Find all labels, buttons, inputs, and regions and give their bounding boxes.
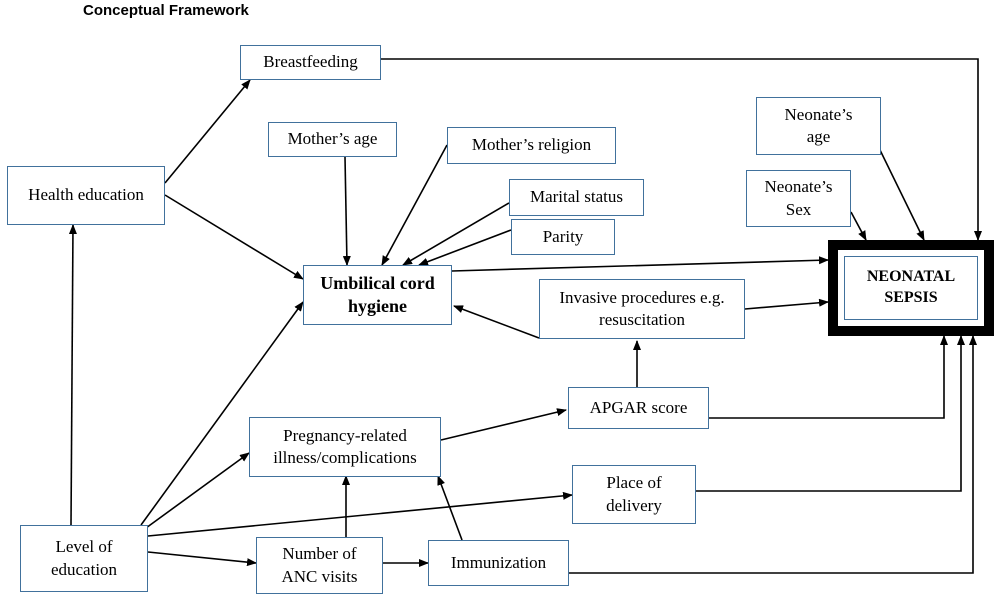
- node-place-of-delivery: Place of delivery: [572, 465, 696, 524]
- node-neonates-age: Neonate’s age: [756, 97, 881, 155]
- arrow-health-education-to-hygiene: [164, 194, 304, 280]
- arrow-education-to-hygiene: [140, 301, 304, 526]
- node-neonatal-sepsis: NEONATAL SEPSIS: [844, 256, 978, 320]
- arrow-mothers-religion-to-hygiene: [381, 144, 448, 266]
- arrow-parity-to-hygiene: [418, 229, 512, 266]
- arrow-health-education-to-breastfeeding: [164, 79, 251, 184]
- node-apgar-score: APGAR score: [568, 387, 709, 429]
- arrow-immunization-to-pregnancy: [437, 475, 463, 541]
- node-marital-status: Marital status: [509, 179, 644, 216]
- node-parity: Parity: [511, 219, 615, 255]
- arrow-invasive-to-hygiene: [453, 305, 540, 339]
- node-health-education: Health education: [7, 166, 165, 225]
- node-pregnancy-related-illness: Pregnancy-related illness/complications: [249, 417, 441, 477]
- node-neonatal-sepsis-frame: NEONATAL SEPSIS: [828, 240, 994, 336]
- arrow-education-to-pregnancy: [145, 452, 250, 529]
- arrow-education-to-delivery: [147, 491, 573, 537]
- node-neonates-sex: Neonate’s Sex: [746, 170, 851, 227]
- arrow-immunization-to-sepsis: [569, 335, 977, 574]
- arrow-breastfeeding-to-sepsis: [381, 58, 982, 241]
- node-mothers-age: Mother’s age: [268, 122, 397, 157]
- node-breastfeeding: Breastfeeding: [240, 45, 381, 80]
- node-invasive-procedures: Invasive procedures e.g. resuscitation: [539, 279, 745, 339]
- node-mothers-religion: Mother’s religion: [447, 127, 616, 164]
- node-immunization: Immunization: [428, 540, 569, 586]
- arrow-pregnancy-to-apgar: [440, 408, 567, 441]
- arrow-apgar-to-sepsis: [709, 335, 948, 419]
- arrow-neonates-sex-to-sepsis: [850, 211, 867, 241]
- arrow-hygiene-to-sepsis: [451, 256, 829, 272]
- diagram-title: Conceptual Framework: [83, 2, 249, 19]
- node-umbilical-cord-hygiene: Umbilical cord hygiene: [303, 265, 452, 325]
- arrow-invasive-to-sepsis: [744, 298, 829, 310]
- arrow-delivery-to-sepsis: [696, 335, 965, 492]
- arrow-neonates-age-to-sepsis: [879, 149, 925, 241]
- arrow-education-to-health-education: [68, 224, 77, 526]
- arrow-education-to-anc: [147, 551, 257, 567]
- node-level-of-education: Level of education: [20, 525, 148, 592]
- node-number-of-anc-visits: Number of ANC visits: [256, 537, 383, 594]
- arrow-marital-status-to-hygiene: [402, 202, 510, 266]
- arrow-mothers-age-to-hygiene: [342, 156, 351, 266]
